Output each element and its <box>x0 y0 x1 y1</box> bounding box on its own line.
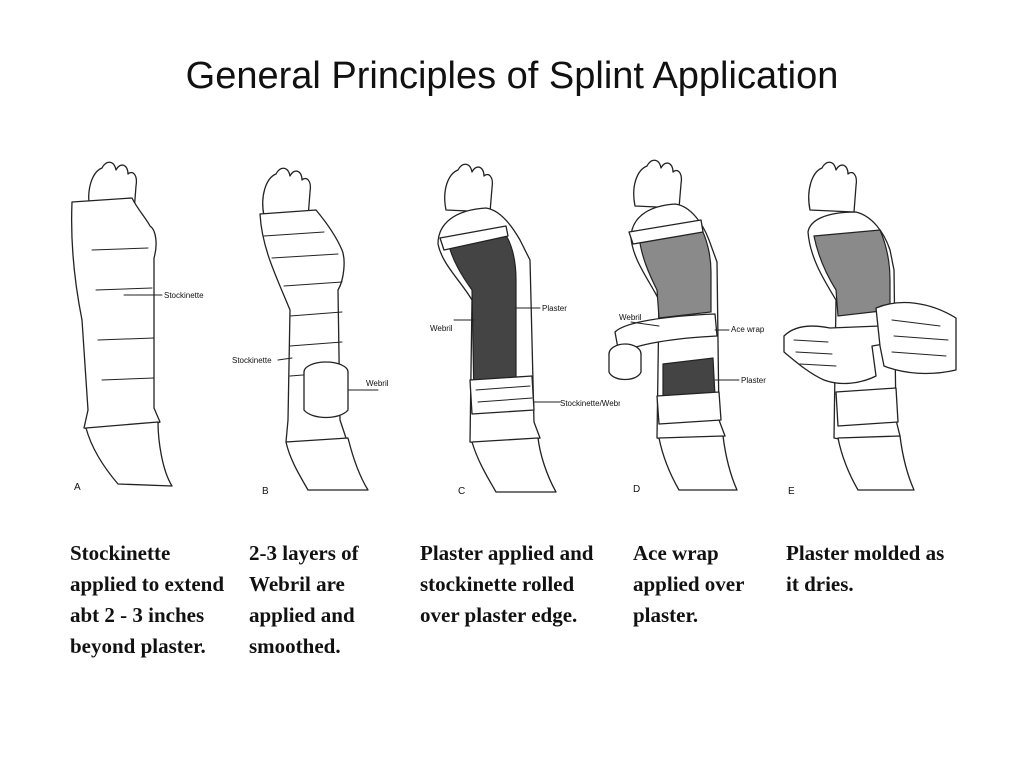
figure-d-letter: D <box>633 484 640 495</box>
figure-b-label-webril: Webril <box>366 379 389 388</box>
figure-a-letter: A <box>74 482 81 493</box>
figure-b-illustration: Stockinette Webril B <box>232 167 389 497</box>
figure-d: Webril Ace wrap Plaster D <box>605 140 785 500</box>
figure-e-illustration: E <box>783 161 957 497</box>
figure-c-label-webril: Webril <box>430 324 453 333</box>
caption-e: Plaster molded as it dries. <box>786 541 945 596</box>
figure-d-fingers <box>633 159 683 209</box>
figure-a: Stockinette A <box>62 140 222 500</box>
figure-a-label-stockinette: Stockinette <box>164 291 204 300</box>
figure-b: Stockinette Webril B <box>228 140 398 500</box>
figure-b-letter: B <box>262 486 269 497</box>
figure-e-molding-hand-left <box>783 325 889 385</box>
figure-a-illustration: Stockinette A <box>70 161 204 493</box>
figure-c-label-stockinette-webril: Stockinette/Webril <box>560 399 620 408</box>
figure-c-letter: C <box>458 486 465 497</box>
slide-title: General Principles of Splint Application <box>185 55 839 97</box>
caption-d: Ace wrap applied over plaster. <box>633 541 745 627</box>
figure-c-upper-arm <box>471 437 557 493</box>
caption-b: 2-3 layers of Webril are applied and smo… <box>249 541 359 658</box>
figure-c-illustration: Webril Plaster Stockinette/Webril C <box>430 163 620 497</box>
figure-d-label-webril: Webril <box>619 313 642 322</box>
figure-c-plaster-slab <box>447 231 517 399</box>
figure-e: E <box>780 140 960 500</box>
caption-c: Plaster applied and stockinette rolled o… <box>420 541 594 627</box>
figure-e-upper-arm <box>837 435 915 491</box>
figure-a-upper-arm <box>85 421 173 487</box>
figure-e-fingers <box>808 161 858 213</box>
figure-a-stockinette-sleeve <box>70 197 161 431</box>
figure-b-fingers <box>262 167 312 219</box>
figure-c-fingers <box>444 163 494 213</box>
figure-c-label-plaster: Plaster <box>542 304 567 313</box>
figure-c: Webril Plaster Stockinette/Webril C <box>420 140 620 500</box>
figure-d-illustration: Webril Ace wrap Plaster D <box>608 159 766 495</box>
figure-b-upper-arm <box>285 437 369 491</box>
figure-d-label-plaster: Plaster <box>741 376 766 385</box>
figure-d-label-ace-wrap: Ace wrap <box>731 325 765 334</box>
figure-d-upper-arm <box>658 435 738 491</box>
figure-b-label-stockinette: Stockinette <box>232 356 272 365</box>
caption-a: Stockinette applied to extend abt 2 - 3 … <box>70 541 225 658</box>
figure-e-letter: E <box>788 486 795 497</box>
figure-d-ace-wrap <box>638 223 712 319</box>
